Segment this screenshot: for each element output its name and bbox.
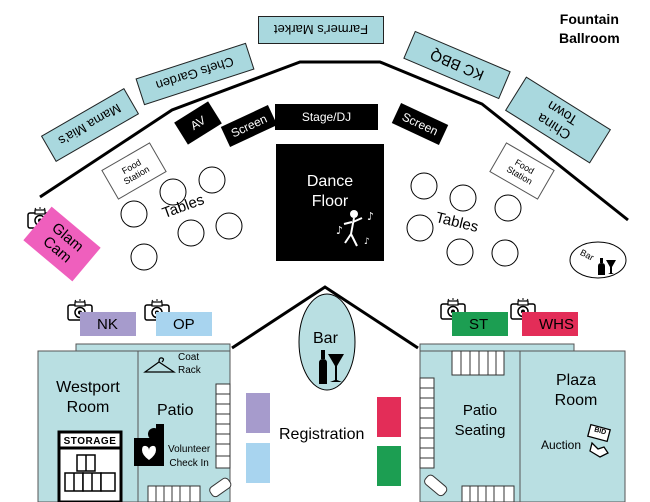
bar-center-label: Bar [313,330,338,347]
ballroom-title-line2: Ballroom [559,30,620,46]
photo-badge-whs: WHS [522,312,578,336]
photo-badge-st: ST [452,312,508,336]
registration-label: Registration [279,426,365,443]
svg-text:♪: ♪ [364,237,370,247]
patio-seating-line2: Seating [454,422,506,439]
coat-rack-line2: Rack [178,365,201,376]
patio-seating-line1: Patio [462,402,498,419]
photo-badge-nk: NK [80,312,136,336]
plaza-room-line1: Plaza [555,372,597,389]
tables-right-group [406,172,522,267]
stairs-left-vertical [215,383,231,469]
svg-text:♪: ♪ [336,224,343,237]
auction-hand-icon [586,423,612,458]
coat-rack-line1: Coat [178,352,200,363]
ballroom-title-line1: Fountain [559,11,619,27]
photo-badge-whs-label: WHS [539,315,574,333]
photo-badge-op: OP [156,312,212,336]
stairs-right-top [451,350,505,376]
patio-left-label: Patio [157,402,194,419]
bar-center [298,293,356,391]
registration-red-table [377,397,401,437]
left-wall-cap [75,343,231,352]
stairs-right-vertical [419,377,435,469]
volunteer-check-in-label: Volunteer Check In [168,443,210,471]
photo-badge-st-label: ST [469,315,489,333]
ballroom-title: Fountain Ballroom [559,10,620,48]
patio-left-room [137,350,231,502]
volunteer-line2: Check In [169,458,209,469]
wine-bottle-icon-small [598,258,605,275]
westport-room-line1: Westport [56,379,120,396]
plaza-room-line2: Room [554,392,598,409]
camera-icon [510,298,536,320]
right-wall-cap [419,343,575,352]
stairs-left-bottom [147,485,201,502]
cocktail-icon-small [606,260,616,274]
storage-sign: STORAGE [61,434,119,448]
registration-blue-table [246,443,270,483]
patio-seating-label: Patio Seating [448,401,512,441]
cocktail-icon [328,354,344,382]
dancer-icon: ♪ ♪ ♪ [336,210,374,247]
av-booth-label: AV [187,113,209,133]
volunteer-heart-icon [134,424,164,466]
plaza-room [519,350,626,502]
dance-floor-label-line2: Floor [311,193,349,210]
registration-purple-table [246,393,270,433]
registration-green-table [377,446,401,486]
photo-badge-nk-label: NK [97,315,118,333]
roof-line [231,285,419,350]
wine-bottle-icon [319,350,327,384]
plaza-room-label: Plaza Room [543,371,609,411]
coat-rack-label: Coat Rack [178,351,201,377]
bench-left [209,477,232,498]
auction-label: Auction [541,438,582,452]
stage-dj-label: Stage/DJ [301,110,352,124]
stairs-right-bottom [461,485,515,502]
bench-right [424,474,448,497]
dance-floor-label: Dance Floor [292,172,368,212]
stall-farmers-market: Farmer's Market [258,16,384,44]
hanger-icon [143,357,176,373]
volunteer-line1: Volunteer [168,444,211,455]
stage-dj: Stage/DJ [275,104,378,130]
tables-left-group [120,166,243,271]
westport-room-line2: Room [66,399,110,416]
photo-badge-op-label: OP [173,315,195,333]
svg-text:♪: ♪ [367,210,374,223]
ballroom-wall [39,60,629,222]
storage-icon [57,430,123,502]
westport-room-label: Westport Room [48,378,128,418]
stall-farmers-market-label: Farmer's Market [273,22,369,38]
storage-sign-label: STORAGE [63,435,117,447]
dance-floor-label-line1: Dance [306,173,354,190]
